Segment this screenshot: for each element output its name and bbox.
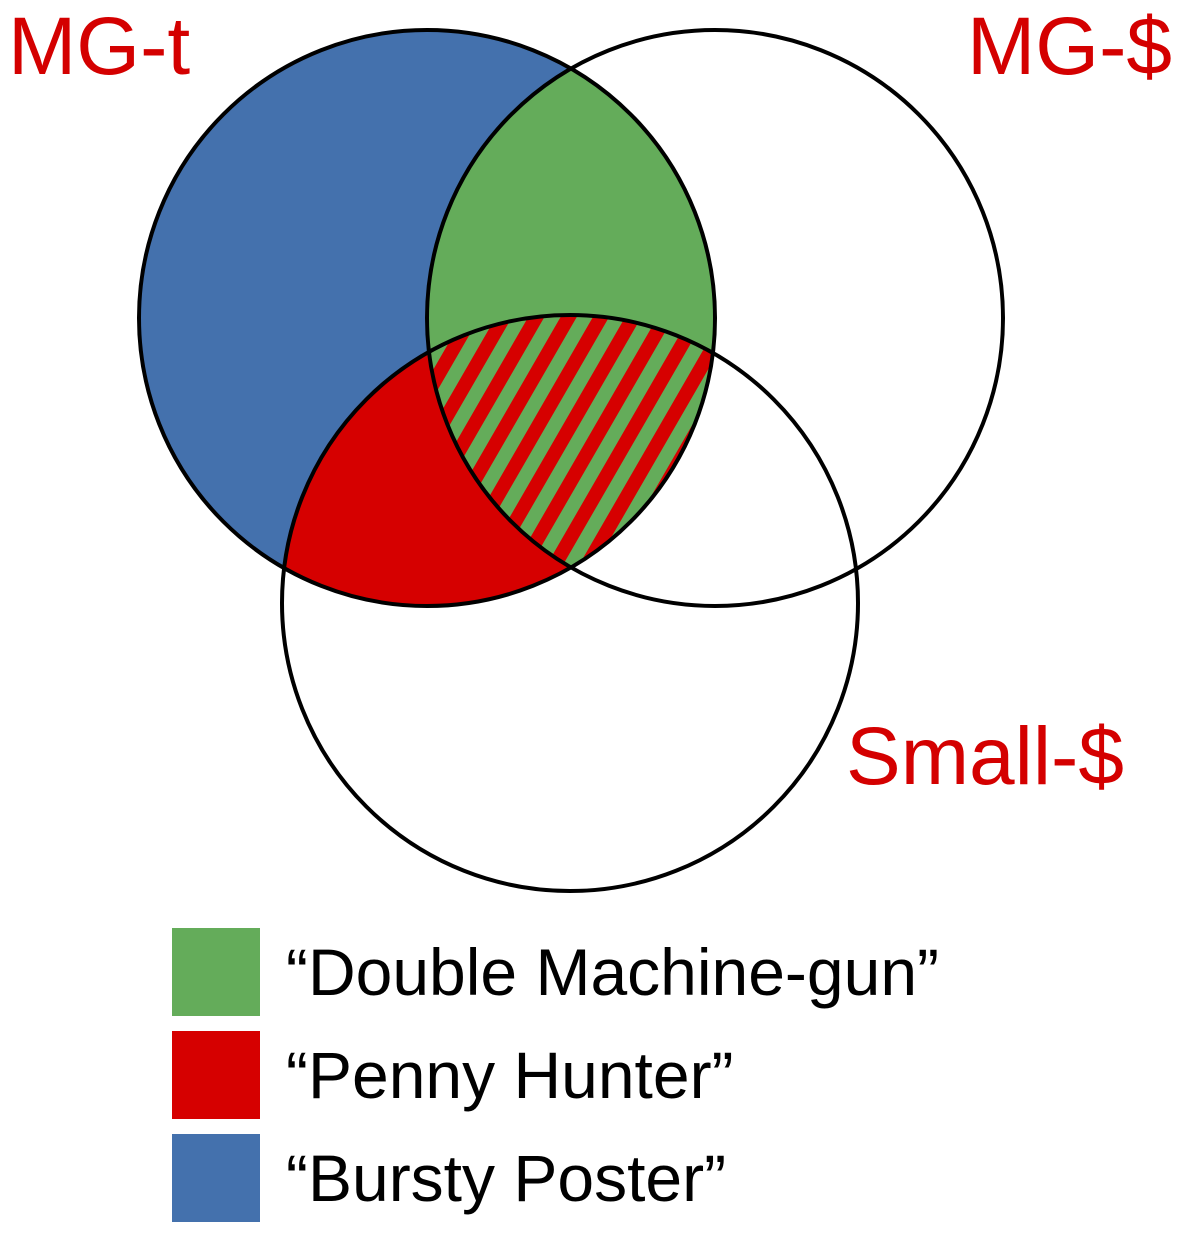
set-label-mg-dollar: MG-$ bbox=[967, 1, 1172, 92]
legend-item-penny-hunter: “Penny Hunter” bbox=[172, 1031, 939, 1119]
legend-swatch-green bbox=[172, 928, 260, 1016]
mg-t-circle bbox=[137, 28, 717, 608]
legend-swatch-red bbox=[172, 1031, 260, 1119]
set-label-small-dollar: Small-$ bbox=[846, 711, 1124, 802]
legend-item-double-machine-gun: “Double Machine-gun” bbox=[172, 928, 939, 1016]
legend-label: “Bursty Poster” bbox=[286, 1141, 727, 1215]
legend-item-bursty-poster: “Bursty Poster” bbox=[172, 1134, 939, 1222]
set-label-mg-t: MG-t bbox=[8, 1, 191, 92]
venn-diagram bbox=[137, 28, 1005, 893]
legend-label: “Penny Hunter” bbox=[286, 1038, 734, 1112]
legend-swatch-blue bbox=[172, 1134, 260, 1222]
legend: “Double Machine-gun” “Penny Hunter” “Bur… bbox=[172, 928, 939, 1237]
small-dollar-circle bbox=[280, 313, 860, 893]
legend-label: “Double Machine-gun” bbox=[286, 935, 940, 1009]
mg-dollar-circle bbox=[425, 28, 1005, 608]
